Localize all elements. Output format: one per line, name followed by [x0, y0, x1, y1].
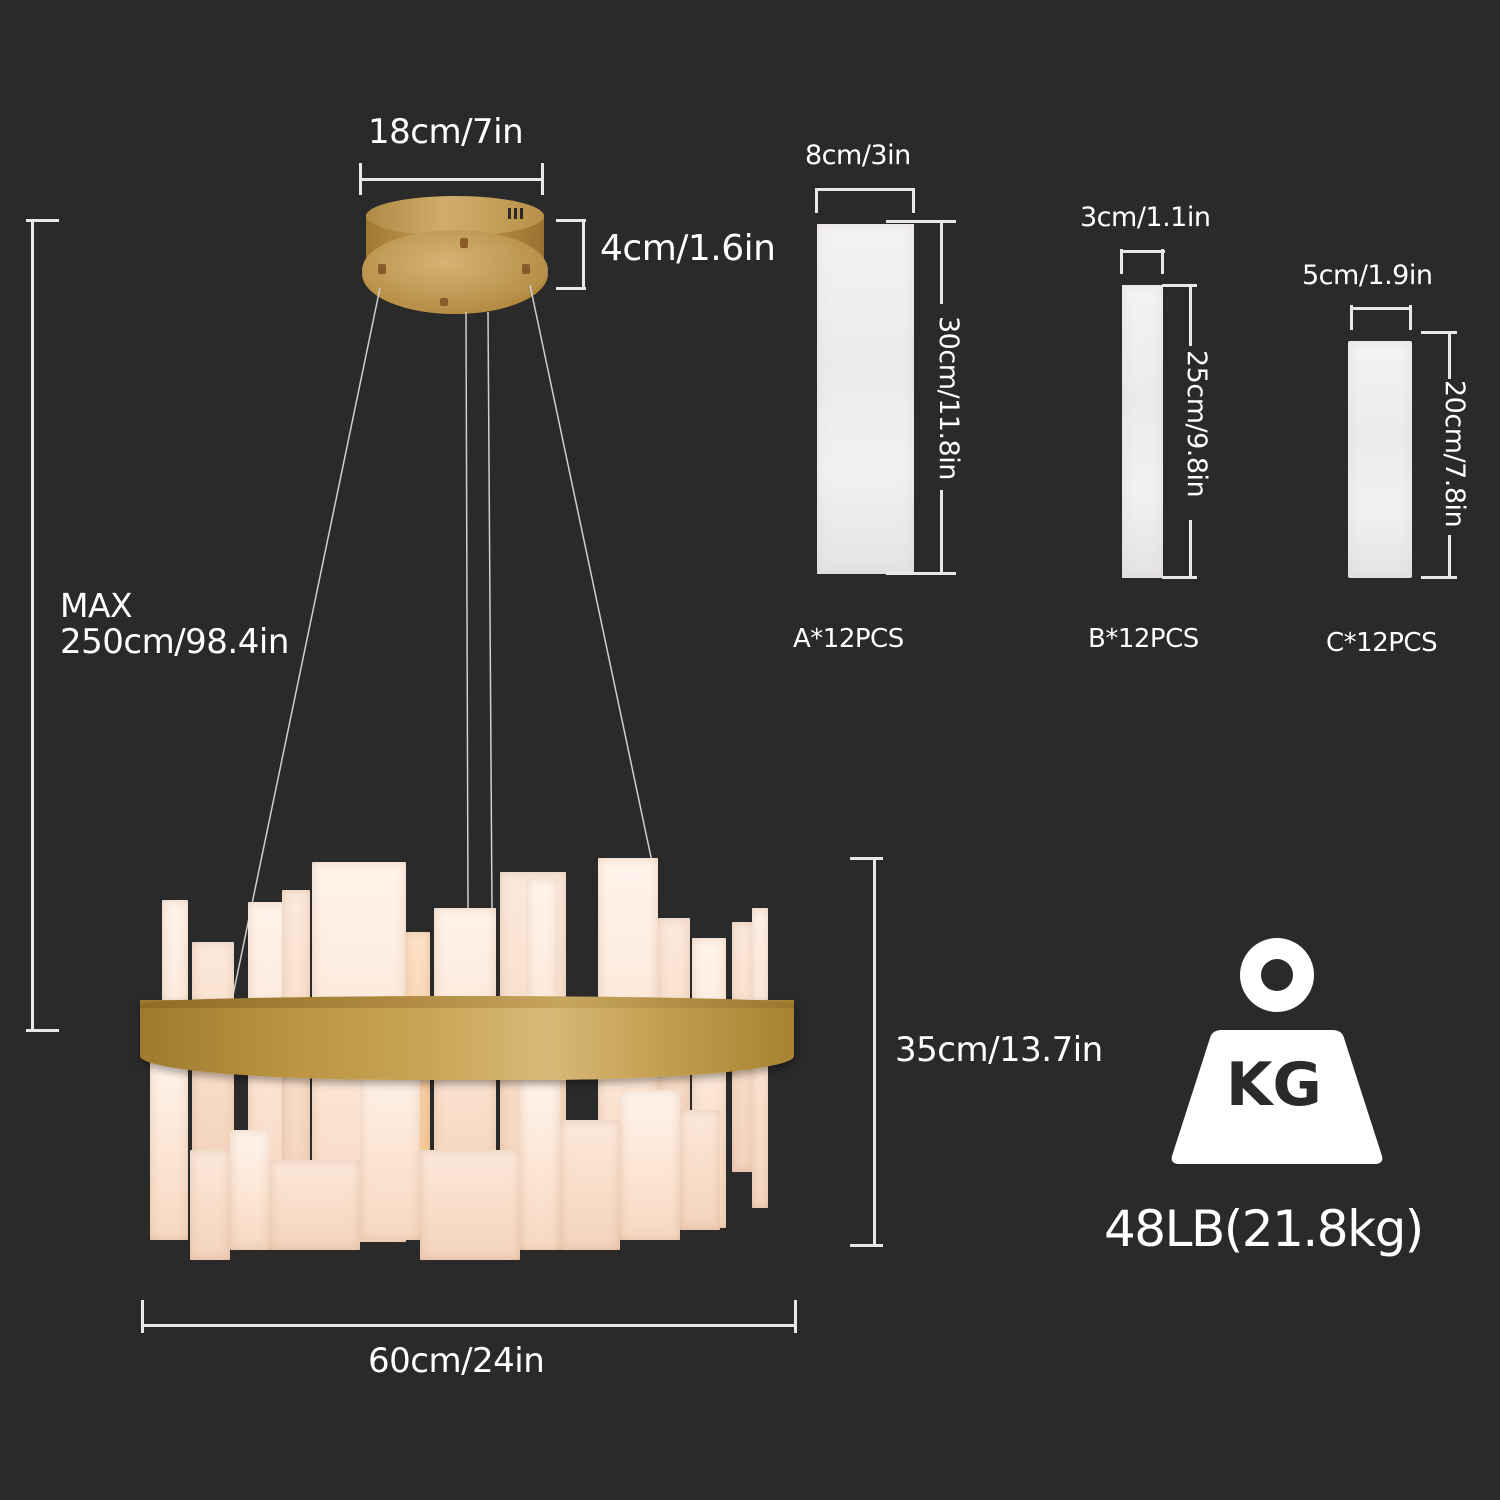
max-height-label-line1: MAX — [60, 586, 133, 625]
canopy-image — [360, 196, 550, 316]
weight-icon-text: KG — [1226, 1050, 1322, 1120]
piece-c-width-label: 5cm/1.9in — [1302, 260, 1433, 291]
fixture-width-label: 60cm/24in — [368, 1341, 545, 1381]
piece-b-count-label: B*12PCS — [1088, 624, 1199, 654]
piece-c-image — [1348, 341, 1412, 578]
max-height-label-line2: 250cm/98.4in — [60, 622, 289, 662]
piece-a-width-label: 8cm/3in — [805, 140, 911, 171]
piece-b-height-label: 25cm/9.8in — [1181, 350, 1212, 498]
chandelier-image — [130, 850, 800, 1260]
fixture-height-label: 35cm/13.7in — [895, 1030, 1103, 1070]
weight-icon: KG — [1168, 938, 1386, 1166]
weight-label: 48LB(21.8kg) — [1104, 1200, 1424, 1258]
canopy-height-label: 4cm/1.6in — [600, 228, 776, 269]
piece-a-image — [817, 224, 914, 574]
piece-a-count-label: A*12PCS — [793, 624, 904, 654]
piece-c-height-label: 20cm/7.8in — [1439, 380, 1470, 528]
piece-b-width-label: 3cm/1.1in — [1080, 202, 1211, 233]
piece-c-count-label: C*12PCS — [1326, 628, 1438, 658]
canopy-width-label: 18cm/7in — [368, 112, 524, 152]
piece-a-height-label: 30cm/11.8in — [933, 316, 964, 480]
piece-b-image — [1122, 285, 1163, 578]
